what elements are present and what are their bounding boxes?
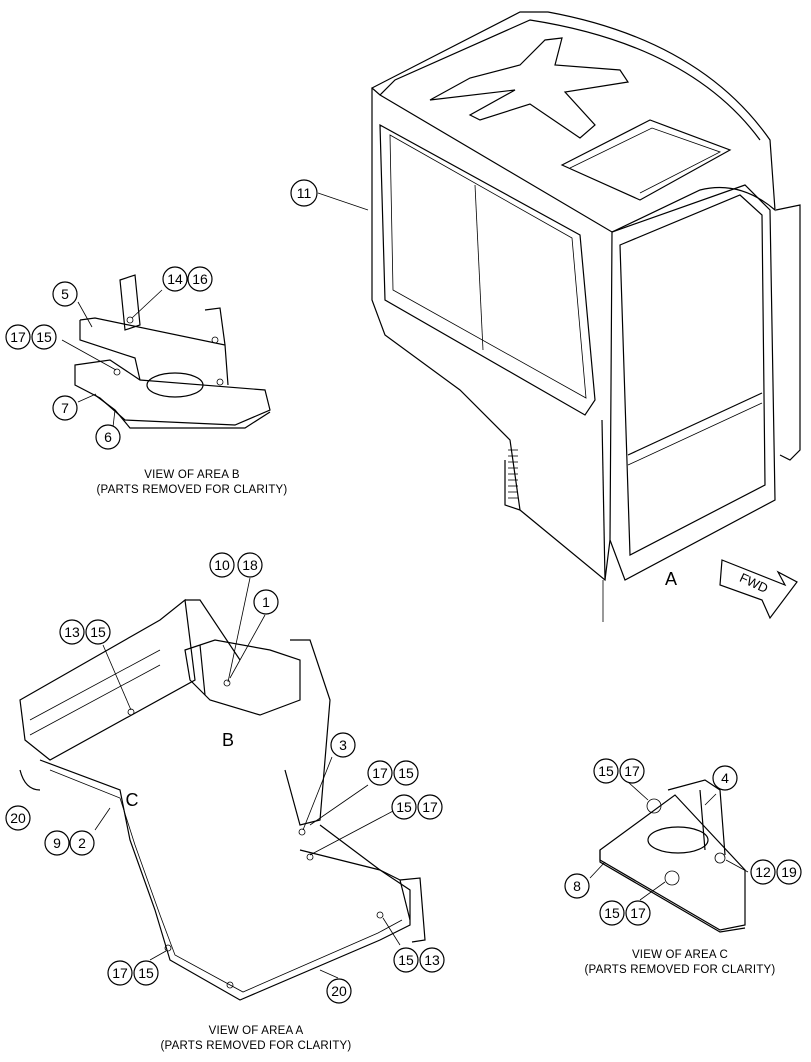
callout-14: 14 bbox=[162, 266, 188, 292]
svg-text:15: 15 bbox=[598, 763, 614, 779]
area-a-marker-c: C bbox=[126, 790, 139, 810]
area-c-caption-title: VIEW OF AREA C bbox=[632, 949, 728, 961]
callout-19: 19 bbox=[776, 859, 802, 885]
callout-9: 9 bbox=[44, 830, 70, 856]
main-view-area-letter: A bbox=[665, 569, 677, 589]
svg-text:15: 15 bbox=[604, 905, 620, 921]
svg-text:6: 6 bbox=[104, 429, 112, 445]
callout-20: 20 bbox=[326, 978, 352, 1004]
svg-text:12: 12 bbox=[755, 864, 771, 880]
callout-5: 5 bbox=[52, 281, 78, 307]
svg-text:16: 16 bbox=[192, 271, 208, 287]
callout-15: 15 bbox=[599, 900, 625, 926]
svg-text:18: 18 bbox=[242, 557, 258, 573]
callout-13: 13 bbox=[59, 619, 85, 645]
callout-1: 1 bbox=[253, 589, 279, 615]
callout-15: 15 bbox=[31, 324, 57, 350]
area-a-illustration bbox=[19, 577, 426, 1001]
callout-16: 16 bbox=[187, 266, 213, 292]
callout-15: 15 bbox=[393, 947, 419, 973]
svg-text:13: 13 bbox=[424, 952, 440, 968]
svg-text:17: 17 bbox=[10, 329, 26, 345]
svg-text:10: 10 bbox=[214, 557, 230, 573]
svg-text:17: 17 bbox=[372, 765, 388, 781]
svg-text:17: 17 bbox=[624, 763, 640, 779]
area-c-illustration bbox=[589, 779, 749, 933]
vent-grille bbox=[508, 449, 518, 499]
svg-text:14: 14 bbox=[167, 271, 183, 287]
callout-15: 15 bbox=[393, 760, 419, 786]
callout-17: 17 bbox=[5, 324, 31, 350]
svg-text:5: 5 bbox=[61, 286, 69, 302]
callout-17: 17 bbox=[107, 960, 133, 986]
svg-text:15: 15 bbox=[398, 765, 414, 781]
callout-20: 20 bbox=[5, 805, 31, 831]
svg-text:8: 8 bbox=[573, 878, 581, 894]
callout-15: 15 bbox=[85, 619, 111, 645]
fwd-arrow: FWD bbox=[719, 559, 798, 620]
callout-15: 15 bbox=[133, 960, 159, 986]
svg-text:11: 11 bbox=[297, 185, 312, 201]
svg-text:7: 7 bbox=[61, 400, 69, 416]
area-a-caption-note: (PARTS REMOVED FOR CLARITY) bbox=[161, 1040, 352, 1052]
callout-13: 13 bbox=[419, 947, 445, 973]
cab-illustration bbox=[317, 11, 801, 622]
callout-8: 8 bbox=[564, 873, 590, 899]
callout-11: 11 bbox=[290, 179, 318, 207]
area-b-caption-title: VIEW OF AREA B bbox=[144, 469, 240, 481]
svg-text:17: 17 bbox=[422, 799, 438, 815]
svg-text:9: 9 bbox=[53, 835, 61, 851]
svg-text:17: 17 bbox=[630, 905, 646, 921]
svg-text:20: 20 bbox=[331, 983, 347, 999]
callout-4: 4 bbox=[712, 765, 738, 791]
svg-text:17: 17 bbox=[112, 965, 128, 981]
fwd-label: FWD bbox=[737, 570, 770, 596]
callout-17: 17 bbox=[367, 760, 393, 786]
area-c-caption-note: (PARTS REMOVED FOR CLARITY) bbox=[585, 964, 776, 976]
svg-text:4: 4 bbox=[721, 770, 729, 786]
svg-text:19: 19 bbox=[781, 864, 797, 880]
callout-10: 10 bbox=[209, 552, 235, 578]
callout-7: 7 bbox=[52, 395, 78, 421]
callout-17: 17 bbox=[619, 758, 645, 784]
callout-15: 15 bbox=[593, 758, 619, 784]
svg-text:1: 1 bbox=[262, 594, 270, 610]
svg-text:15: 15 bbox=[90, 624, 106, 640]
callout-17: 17 bbox=[625, 900, 651, 926]
svg-text:2: 2 bbox=[78, 835, 86, 851]
callout-12: 12 bbox=[750, 859, 776, 885]
svg-text:20: 20 bbox=[10, 810, 26, 826]
callout-15: 15 bbox=[391, 794, 417, 820]
callout-18: 18 bbox=[237, 552, 263, 578]
svg-text:15: 15 bbox=[36, 329, 52, 345]
callout-3: 3 bbox=[330, 732, 356, 758]
svg-text:15: 15 bbox=[398, 952, 414, 968]
svg-text:15: 15 bbox=[138, 965, 154, 981]
area-a-caption-title: VIEW OF AREA A bbox=[209, 1025, 304, 1037]
callout-17: 17 bbox=[417, 794, 443, 820]
area-b-illustration bbox=[61, 274, 271, 429]
callout-6: 6 bbox=[95, 424, 121, 450]
svg-text:3: 3 bbox=[339, 737, 347, 753]
svg-text:15: 15 bbox=[396, 799, 412, 815]
area-b-caption-note: (PARTS REMOVED FOR CLARITY) bbox=[97, 484, 288, 496]
svg-text:13: 13 bbox=[64, 624, 80, 640]
callout-2: 2 bbox=[69, 830, 95, 856]
area-a-marker-b: B bbox=[222, 730, 234, 750]
